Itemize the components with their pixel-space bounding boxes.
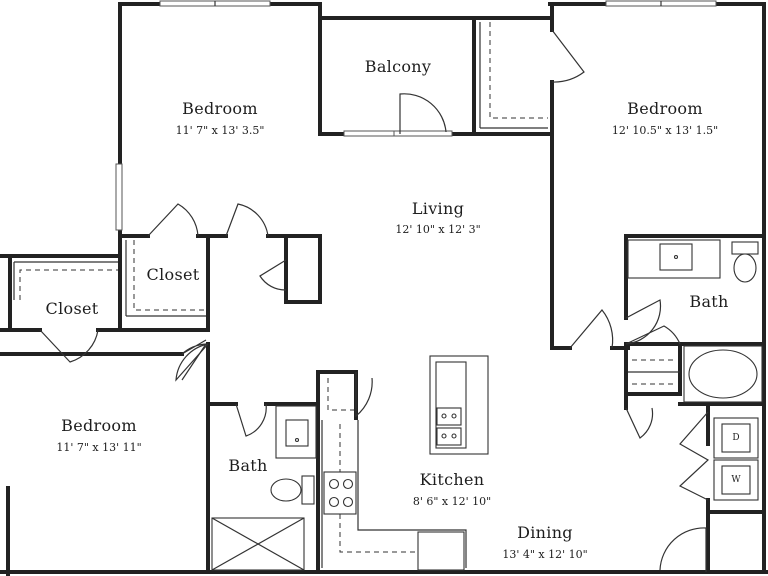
room-name-bath-e: Bath — [689, 292, 729, 311]
room-name-kitchen: Kitchen — [419, 470, 485, 489]
fixtures — [211, 239, 763, 571]
room-name-dining: Dining — [517, 523, 573, 542]
room-dims-bedroom-sw: 11' 7" x 13' 11" — [56, 441, 142, 454]
room-dims-bedroom-nw: 11' 7" x 13' 3.5" — [175, 124, 265, 137]
room-name-closet-a: Closet — [146, 265, 200, 284]
room-dims-dining: 13' 4" x 12' 10" — [502, 548, 588, 561]
washer-label: W — [731, 475, 741, 485]
room-name-bedroom-ne: Bedroom — [627, 99, 703, 118]
room-dims-bedroom-ne: 12' 10.5" x 13' 1.5" — [611, 124, 719, 137]
door-swings — [39, 29, 710, 572]
dryer-label: D — [732, 433, 740, 443]
room-name-bedroom-nw: Bedroom — [182, 99, 258, 118]
closet-shelves — [13, 22, 680, 385]
room-name-balcony: Balcony — [364, 57, 432, 76]
room-name-living: Living — [411, 199, 465, 218]
windows — [115, 0, 717, 231]
room-name-bath-w: Bath — [228, 456, 268, 475]
room-dims-living: 12' 10" x 12' 3" — [395, 223, 481, 236]
room-dims-kitchen: 8' 6" x 12' 10" — [412, 495, 492, 508]
room-name-bedroom-sw: Bedroom — [61, 416, 137, 435]
room-name-closet-b: Closet — [45, 299, 99, 318]
